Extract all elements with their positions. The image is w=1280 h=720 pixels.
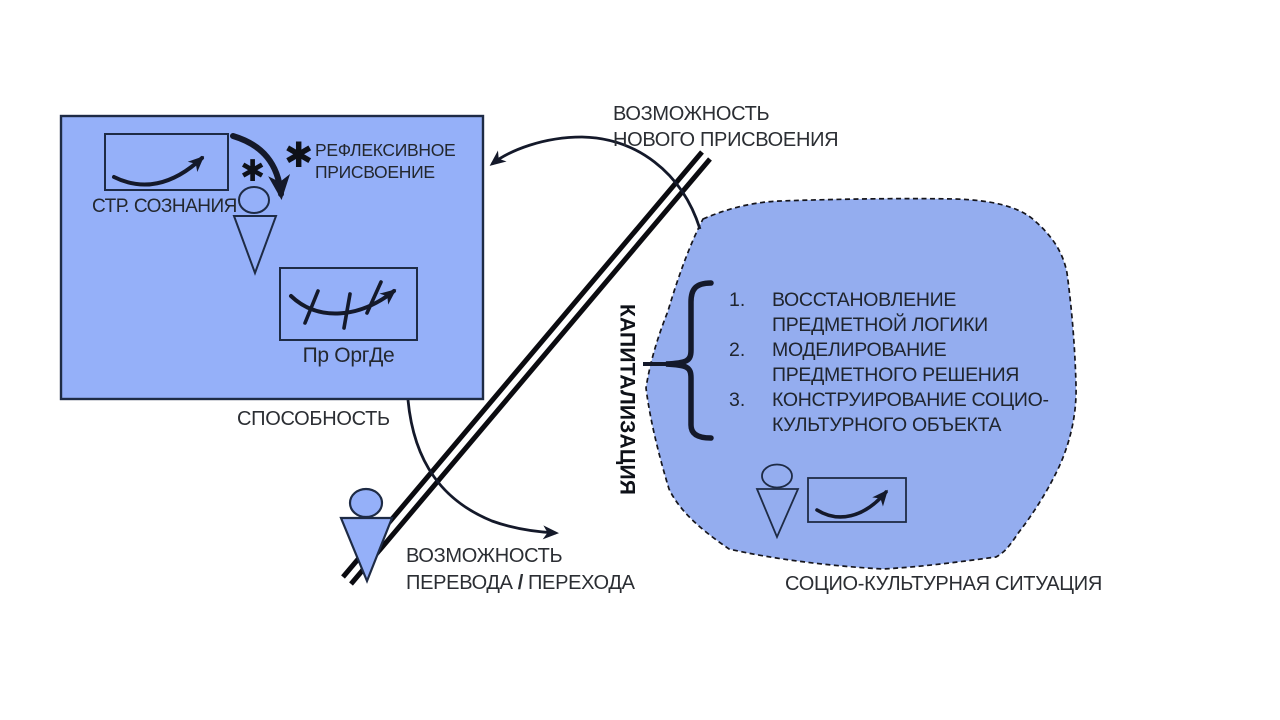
list-item: 3. КОНСТРУИРОВАНИЕ СОЦИО- КУЛЬТУРНОГО ОБ… [729,389,1049,436]
bold-slash: / [517,572,524,594]
vozmozhnost-novogo-line2: НОВОГО ПРИСВОЕНИЯ [613,129,839,151]
capitalization-brace [643,280,714,441]
asterisk-icon: ✱ [240,155,266,188]
pr-orgde-label: Пр ОргДе [302,344,395,367]
kapitalizaciya-label: КАПИТАЛИЗАЦИЯ [615,303,639,496]
blob-swoosh-frame [807,477,907,523]
reflexive-arrow [230,133,291,200]
str-soznaniya-label: СТР. СОЗНАНИЯ [92,196,237,217]
socio-situaciya-label: СОЦИО-КУЛЬТУРНАЯ СИТУАЦИЯ [785,573,1103,595]
blob-swoosh-arrow-icon [815,489,888,519]
refleksivnoe-label-line2: ПРИСВОЕНИЕ [315,162,435,182]
vozmozhnost-perevoda-line2: ПЕРЕВОДА/ПЕРЕХОДА [406,572,635,594]
pr-orgde-frame [279,267,418,341]
transition-arrow [406,399,559,540]
sposobnost-label: СПОСОБНОСТЬ [237,408,390,430]
refleksivnoe-label-line1: РЕФЛЕКСИВНОЕ [315,140,456,160]
str-soznaniya-frame [104,133,229,191]
person-figure-box [232,186,278,276]
capitalization-list: 1. ВОССТАНОВЛЕНИЕ ПРЕДМЕТНОЙ ЛОГИКИ 2. М… [729,288,1049,438]
vozmozhnost-perevoda-line1: ВОЗМОЖНОСТЬ [406,545,563,567]
asterisk-icon: ✱ [284,136,314,175]
ticked-swoosh-arrow-icon [289,280,397,330]
barrier-double-line [341,150,712,586]
swoosh-arrow-icon [112,155,205,187]
list-item: 1. ВОССТАНОВЛЕНИЕ ПРЕДМЕТНОЙ ЛОГИКИ [729,289,988,336]
person-figure-barrier [339,487,394,584]
vozmozhnost-novogo-line1: ВОЗМОЖНОСТЬ [613,103,770,125]
person-figure-blob [755,463,800,540]
list-item: 2. МОДЕЛИРОВАНИЕ ПРЕДМЕТНОГО РЕШЕНИЯ [729,339,1020,386]
new-appropriation-arrow [489,135,702,230]
socio-cultural-blob [645,197,1077,570]
